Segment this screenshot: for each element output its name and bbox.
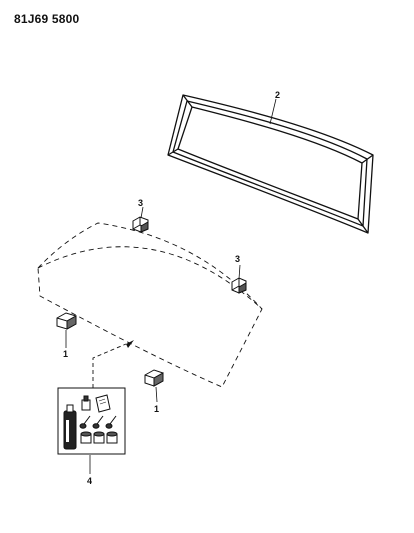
callout-leader-spacer-right [155, 386, 158, 403]
kit-box [57, 387, 126, 455]
spacer-block-left [56, 312, 77, 330]
urethane-tube [63, 404, 77, 450]
kit-to-glass-leader [92, 343, 127, 388]
page-code: 81J69 5800 [14, 12, 80, 26]
applicator-swabs [79, 415, 117, 429]
spacer-block-right [144, 369, 164, 387]
kit-leader-arrowhead [126, 340, 134, 348]
seal-corner-lines [167, 94, 374, 234]
callout-spacer-left: 1 [63, 349, 68, 359]
callout-leader-stop-upper [140, 206, 144, 219]
callout-kit: 4 [87, 476, 92, 486]
seal-middle-edge [172, 100, 368, 227]
weatherstrip-seal [167, 94, 374, 234]
callout-spacer-right: 1 [154, 404, 159, 414]
nozzle-caps [80, 431, 118, 444]
glass-stop-right [231, 277, 247, 294]
glass-stop-upper [132, 216, 149, 233]
callout-leader-stop-right [238, 264, 241, 280]
primer-bottle [81, 395, 91, 411]
installation-kit [57, 387, 126, 455]
callout-stop-upper: 3 [138, 198, 143, 208]
callout-leader-seal [269, 98, 277, 125]
callout-stop-right: 3 [235, 254, 240, 264]
callout-seal: 2 [275, 90, 280, 100]
instruction-packet [95, 394, 111, 413]
windshield-glass-top-edge [37, 222, 263, 310]
